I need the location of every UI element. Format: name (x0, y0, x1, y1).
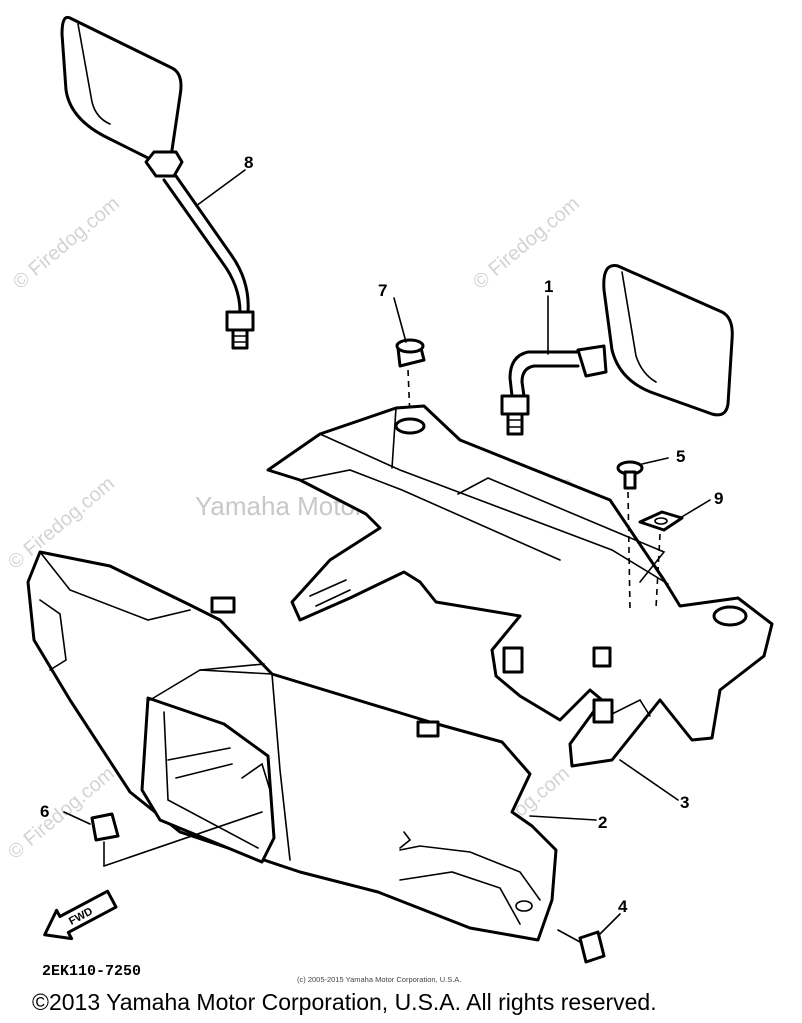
callout-8-label: 8 (244, 153, 253, 172)
part-6-nut (90, 811, 263, 867)
fwd-arrow: FWD (43, 889, 118, 941)
callout-1-label: 1 (544, 277, 553, 296)
part-2-upper-cover (26, 550, 558, 942)
callout-6-label: 6 (40, 802, 49, 821)
part-8-left-mirror (60, 15, 255, 350)
callout-9-label: 9 (714, 489, 723, 508)
part-5-bolt (616, 460, 644, 490)
part-7-plug (395, 338, 426, 419)
part-4-screw (557, 929, 606, 964)
drawing-code: 2EK110-7250 (42, 963, 141, 980)
callout-5-label: 5 (676, 447, 685, 466)
callout-3-label: 3 (680, 793, 689, 812)
part-1-right-mirror (500, 264, 734, 436)
callout-7-label: 7 (378, 281, 387, 300)
callout-4-label: 4 (618, 897, 628, 916)
copyright-notice: ©2013 Yamaha Motor Corporation, U.S.A. A… (32, 989, 657, 1015)
part-3-lower-cover (266, 404, 774, 768)
watermark-text: © Firedog.com (469, 192, 584, 293)
callout-leaders (63, 169, 711, 935)
watermark-text: © Firedog.com (9, 192, 124, 293)
callout-2-label: 2 (598, 813, 607, 832)
watermark-text: © Firedog.com (4, 762, 119, 863)
small-copyright: (c) 2005-2015 Yamaha Motor Corporation, … (297, 975, 461, 984)
callout-numbers: 8 1 7 5 9 3 2 6 4 (40, 153, 723, 916)
part-9-plate (638, 510, 684, 532)
